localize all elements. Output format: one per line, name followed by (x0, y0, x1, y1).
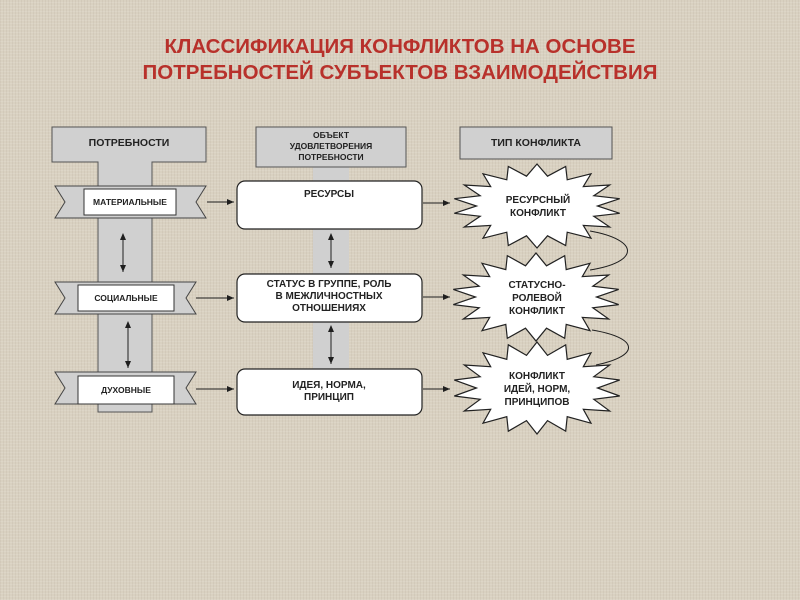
object-header-line-1: ОБЪЕКТ (313, 130, 350, 140)
conflict-text-status-3: КОНФЛИКТ (509, 306, 565, 317)
need-material: МАТЕРИАЛЬНЫЕ (54, 185, 207, 219)
conflict-type-column: ТИП КОНФЛИКТА (459, 126, 613, 160)
needs-column: ПОТРЕБНОСТИ (51, 126, 207, 413)
object-header-line-3: ПОТРЕБНОСТИ (298, 152, 363, 162)
object-header-line-2: УДОВЛЕТВОРЕНИЯ (290, 141, 373, 151)
title-line-2: ПОТРЕБНОСТЕЙ СУБЪЕКТОВ ВЗАИМОДЕЙСТВИЯ (142, 61, 658, 84)
needs-header: ПОТРЕБНОСТИ (89, 137, 170, 149)
curve-connector-1 (589, 230, 628, 271)
object-text-status-2: В МЕЖЛИЧНОСТНЫХ (275, 291, 382, 302)
object-box-idea: ИДЕЯ, НОРМА, ПРИНЦИП (236, 368, 423, 416)
conflict-status-role: СТАТУСНО- РОЛЕВОЙ КОНФЛИКТ (453, 252, 619, 342)
curve-connector-2 (591, 329, 629, 366)
conflict-resource: РЕСУРСНЫЙ КОНФЛИКТ (454, 163, 620, 249)
conflict-text-resource-2: КОНФЛИКТ (510, 208, 566, 219)
object-text-status-3: ОТНОШЕНИЯХ (292, 303, 366, 314)
conflict-text-resource-1: РЕСУРСНЫЙ (506, 193, 571, 206)
conflict-ideas: КОНФЛИКТ ИДЕЙ, НОРМ, ПРИНЦИПОВ (454, 341, 620, 435)
object-text-idea-2: ПРИНЦИП (304, 392, 354, 403)
need-label-material: МАТЕРИАЛЬНЫЕ (93, 197, 167, 207)
conflict-text-status-2: РОЛЕВОЙ (512, 291, 562, 304)
need-label-spiritual: ДУХОВНЫЕ (101, 385, 151, 395)
object-text-resources-1: РЕСУРСЫ (304, 189, 354, 200)
conflict-text-status-1: СТАТУСНО- (508, 280, 565, 291)
need-label-social: СОЦИАЛЬНЫЕ (94, 293, 158, 303)
object-box-resources: РЕСУРСЫ (236, 180, 423, 230)
title-line-1: КЛАССИФИКАЦИЯ КОНФЛИКТОВ НА ОСНОВЕ (164, 35, 636, 58)
conflict-text-ideas-3: ПРИНЦИПОВ (505, 397, 570, 408)
need-spiritual: ДУХОВНЫЕ (54, 371, 197, 405)
object-box-status: СТАТУС В ГРУППЕ, РОЛЬ В МЕЖЛИЧНОСТНЫХ ОТ… (236, 273, 423, 323)
need-social: СОЦИАЛЬНЫЕ (54, 281, 197, 315)
slide-title: КЛАССИФИКАЦИЯ КОНФЛИКТОВ НА ОСНОВЕ ПОТРЕ… (0, 34, 800, 86)
conflict-text-ideas-2: ИДЕЙ, НОРМ, (504, 382, 571, 395)
object-text-status-1: СТАТУС В ГРУППЕ, РОЛЬ (267, 279, 392, 290)
conflict-type-header: ТИП КОНФЛИКТА (491, 137, 581, 149)
object-text-idea-1: ИДЕЯ, НОРМА, (292, 380, 366, 391)
conflict-text-ideas-1: КОНФЛИКТ (509, 371, 565, 382)
